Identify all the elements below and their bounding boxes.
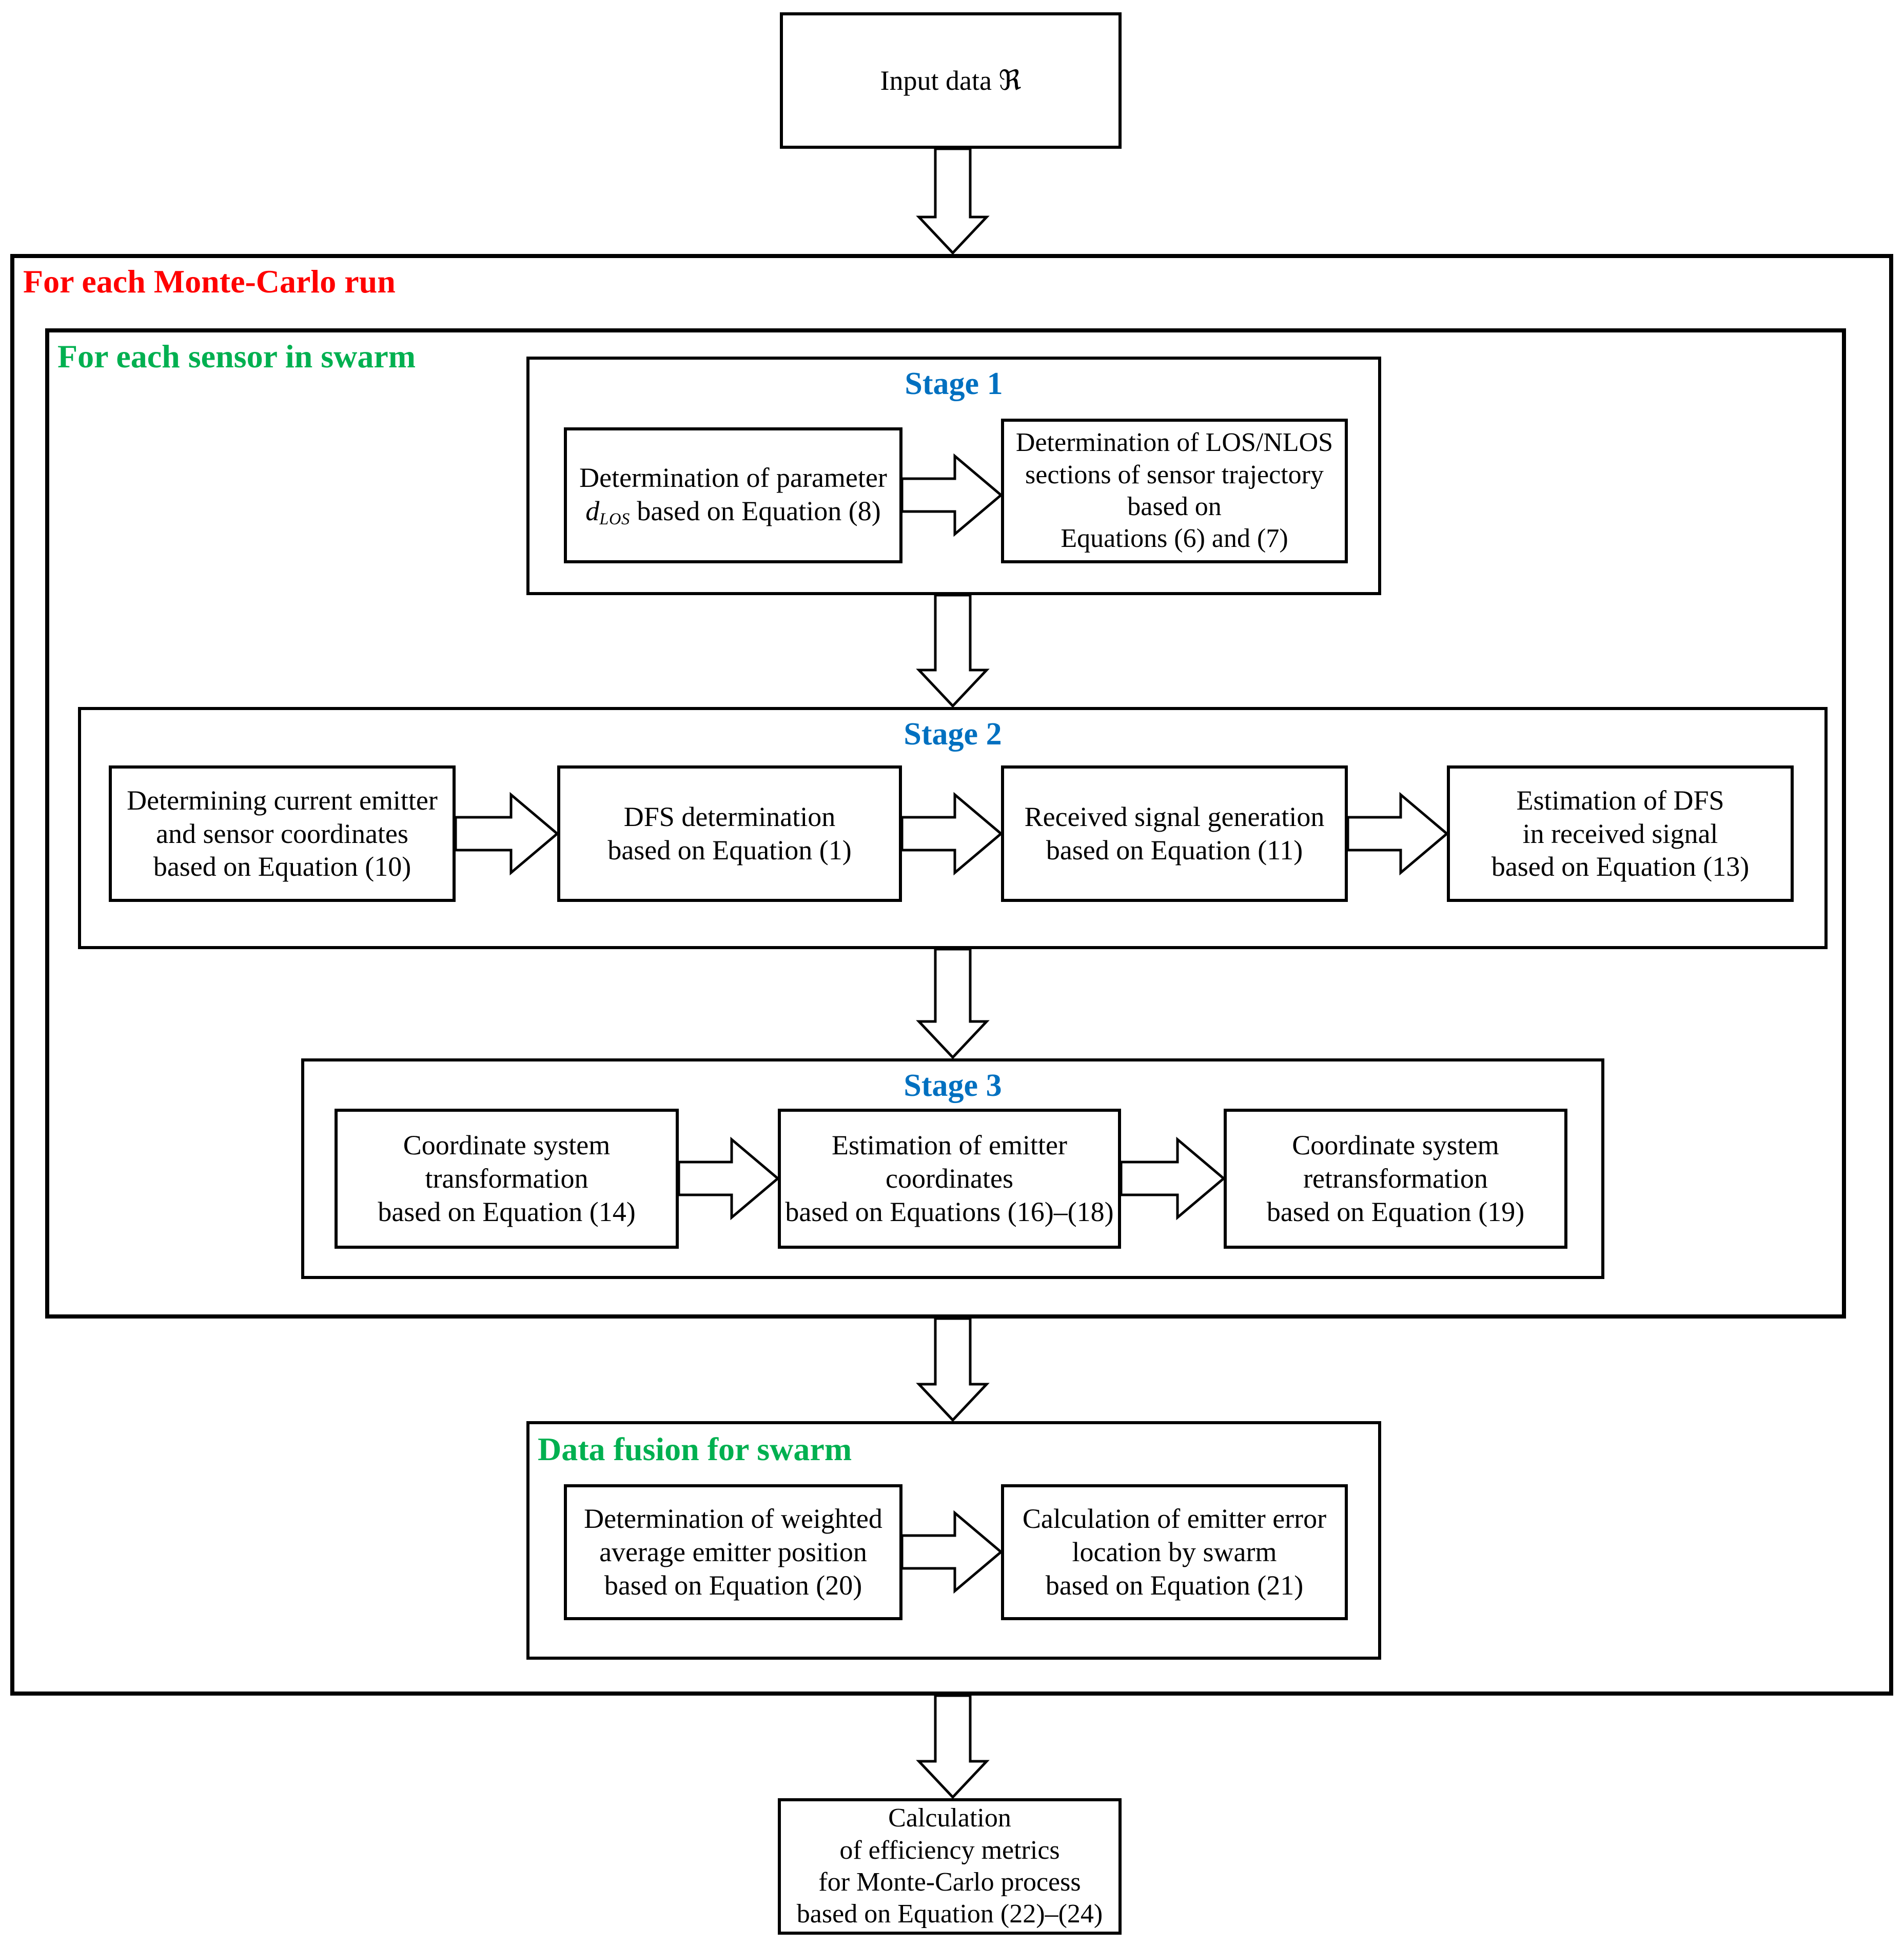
box-text-line: based on Equation (13): [1491, 851, 1750, 882]
box-text-line: DFS determination: [623, 801, 836, 833]
flow-arrow-stage2-b: [902, 792, 1002, 876]
sensor-loop-box: [45, 328, 1846, 1319]
box-text-line: Estimation of DFS: [1516, 784, 1724, 816]
d-variable: d: [585, 495, 600, 526]
flow-arrow-fusion: [902, 1510, 1002, 1594]
stage1-box-parameter-dlos: Determination of parameter dLOS based on…: [564, 427, 902, 563]
box-text-line: based on Equation (22)–(24): [796, 1899, 1103, 1929]
stage2-title: Stage 2: [904, 717, 1002, 752]
data-fusion-container: [526, 1421, 1381, 1660]
box-text-line: location by swarm: [1072, 1537, 1277, 1568]
stage1-box-los-nlos-sections: Determination of LOS/NLOS sections of se…: [1001, 419, 1348, 563]
box-text-line: Determining current emitter: [127, 784, 438, 816]
flow-arrow-stage1: [902, 453, 1002, 537]
flow-arrow-stage3-b: [1121, 1136, 1225, 1221]
efficiency-metrics-box: Calculation of efficiency metrics for Mo…: [778, 1798, 1122, 1935]
box-text-line: average emitter position: [599, 1537, 867, 1568]
box-text-line: in received signal: [1522, 818, 1718, 849]
box-text-line: based on Equation (10): [153, 851, 411, 882]
flow-arrow-loop-to-metrics: [916, 1696, 990, 1798]
flow-arrow-stage2-to-stage3: [916, 949, 990, 1058]
input-data-label: Input data ℜ: [880, 65, 1022, 96]
stage2-box-emitter-sensor-coordinates: Determining current emitter and sensor c…: [109, 765, 456, 902]
flow-arrow-stage2-a: [456, 792, 558, 876]
box-text-line: based on Equation (14): [378, 1196, 636, 1227]
box-text-line: based on Equation (19): [1266, 1196, 1525, 1227]
flow-arrow-stage1-to-stage2: [916, 595, 990, 707]
stage1-title: Stage 1: [905, 366, 1003, 401]
box-text-line: Determination of parameter: [579, 462, 887, 494]
box-text-line: of efficiency metrics: [839, 1835, 1060, 1865]
box-text-line: based on Equation (21): [1045, 1569, 1304, 1601]
monte-carlo-loop-label: For each Monte-Carlo run: [23, 263, 396, 300]
stage3-box-coordinate-retransformation: Coordinate system retransformation based…: [1224, 1109, 1567, 1249]
box-text-line: Equations (6) and (7): [1061, 524, 1288, 554]
box-text-line: Determination of LOS/NLOS: [1015, 428, 1333, 458]
box-text-line: Coordinate system: [1292, 1130, 1499, 1161]
box-text-line: based on Equation (1): [607, 835, 852, 866]
stage2-box-dfs-estimation: Estimation of DFS in received signal bas…: [1447, 765, 1794, 902]
data-fusion-label: Data fusion for swarm: [538, 1431, 852, 1467]
box-text-line: for Monte-Carlo process: [818, 1867, 1081, 1897]
stage3-box-emitter-coordinates-estimation: Estimation of emitter coordinates based …: [778, 1109, 1121, 1249]
box-text-line: Calculation of emitter error: [1022, 1503, 1327, 1535]
stage3-container: Stage 3: [301, 1058, 1604, 1279]
stage2-box-received-signal-generation: Received signal generation based on Equa…: [1001, 765, 1348, 902]
stage2-container: Stage 2: [78, 707, 1828, 949]
stage3-box-coordinate-transformation: Coordinate system transformation based o…: [335, 1109, 679, 1249]
d-subscript: LOS: [599, 510, 630, 528]
monte-carlo-loop-box: [10, 254, 1893, 1696]
box-text-line: based on Equations (16)–(18): [785, 1196, 1114, 1227]
box-text-line: Coordinate system: [403, 1130, 611, 1161]
fusion-box-emitter-error-location: Calculation of emitter error location by…: [1001, 1484, 1348, 1620]
box-text-line: retransformation: [1303, 1163, 1488, 1194]
box-text-line: Received signal generation: [1024, 801, 1325, 833]
box-text-line: dLOS based on Equation (8): [585, 495, 880, 529]
stage2-box-dfs-determination: DFS determination based on Equation (1): [557, 765, 902, 902]
box-text-line: Estimation of emitter: [832, 1130, 1067, 1161]
box-text-line: Calculation: [888, 1803, 1011, 1833]
box-text-line: sections of sensor trajectory: [1025, 460, 1324, 489]
box-text-line: based on Equation (20): [604, 1569, 862, 1601]
flow-arrow-stage2-c: [1348, 792, 1448, 876]
input-data-box: Input data ℜ: [780, 12, 1122, 149]
flow-arrow-stage3-a: [679, 1136, 779, 1221]
box-text-line: transformation: [425, 1163, 588, 1194]
box-text-line: coordinates: [886, 1163, 1013, 1194]
stage3-title: Stage 3: [904, 1068, 1002, 1103]
flow-arrow-loop-to-fusion: [916, 1319, 990, 1421]
box-text-line: based on: [1127, 492, 1222, 521]
sensor-loop-label: For each sensor in swarm: [57, 338, 416, 375]
stage1-container: Stage 1: [526, 357, 1381, 595]
box-text-fragment: based on Equation (8): [630, 495, 881, 526]
box-text-line: based on Equation (11): [1046, 835, 1303, 866]
box-text-line: and sensor coordinates: [156, 818, 408, 849]
flow-arrow-input-to-loop: [916, 149, 990, 254]
fusion-box-weighted-average-position: Determination of weighted average emitte…: [564, 1484, 902, 1620]
box-text-line: Determination of weighted: [584, 1503, 882, 1535]
